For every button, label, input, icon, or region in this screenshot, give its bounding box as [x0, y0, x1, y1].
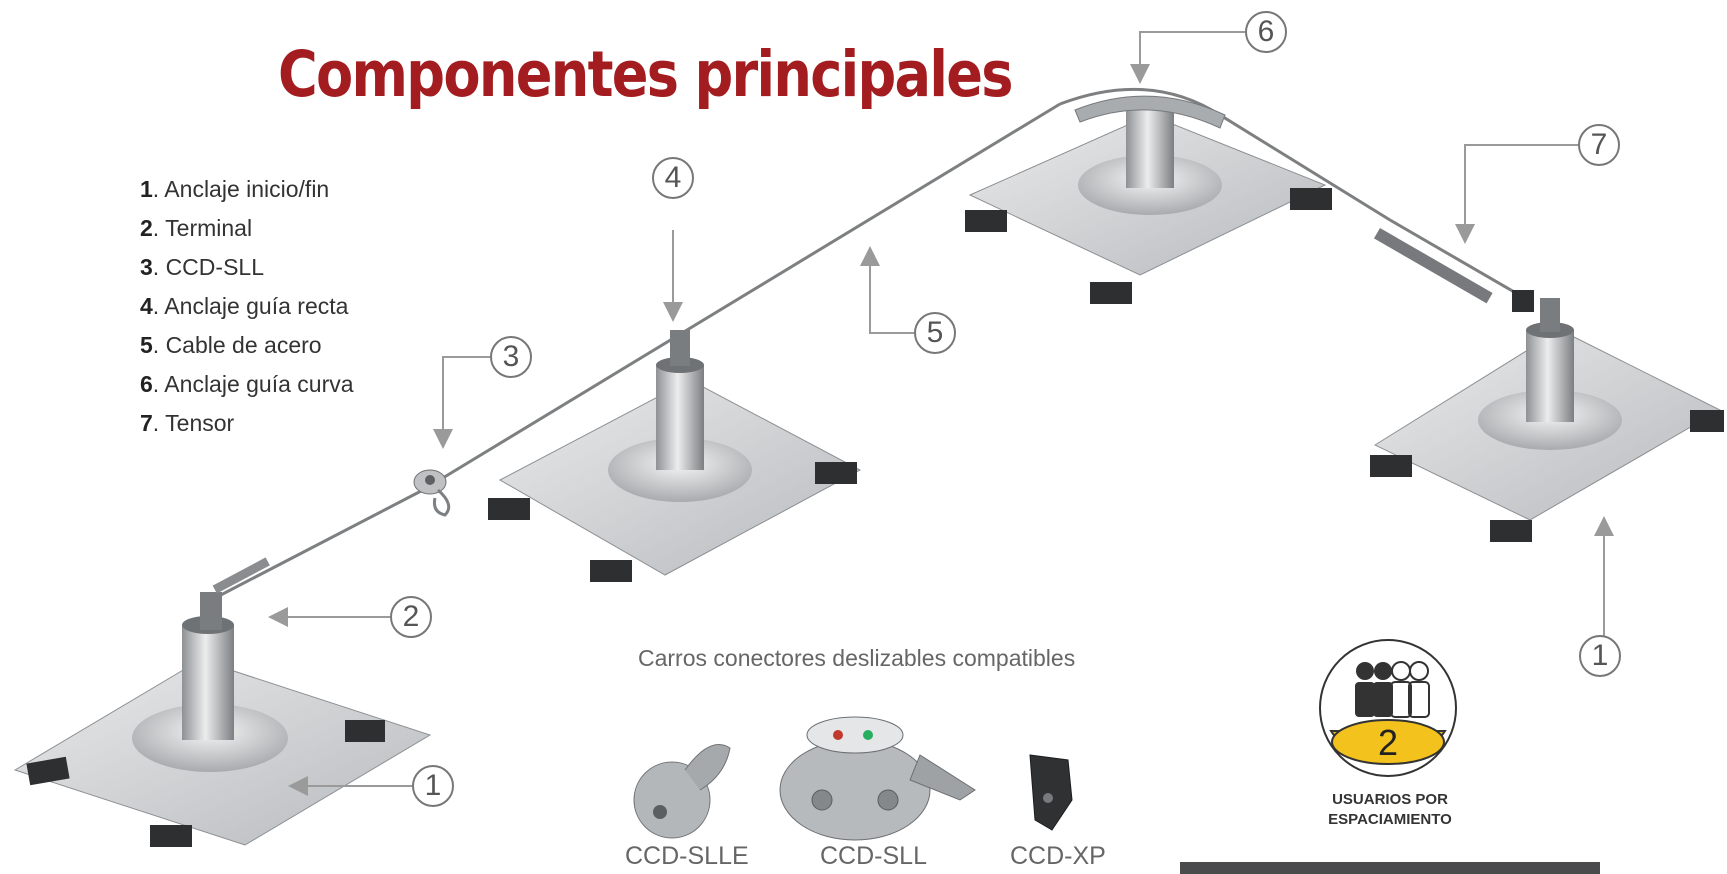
legend-label: . Anclaje guía recta: [152, 293, 349, 319]
anchor-curved-guide: [965, 95, 1332, 304]
legend-label: . Anclaje guía curva: [152, 371, 354, 397]
legend-item-1: 1. Anclaje inicio/fin: [140, 170, 354, 209]
legend-label: . CCD-SLL: [152, 254, 264, 280]
legend-number: 7: [140, 410, 153, 436]
legend-item-3: 3. CCD-SLL: [140, 248, 354, 287]
callout-4: 4: [652, 157, 694, 199]
terminal-fitting: [212, 557, 270, 594]
legend-number: 5: [140, 332, 153, 358]
legend-number: 6: [140, 371, 153, 397]
product-label-ccd-xp: CCD-XP: [1010, 842, 1106, 870]
callout-2: 2: [390, 596, 432, 638]
legend-number: 4: [140, 293, 153, 319]
callout-7: 7: [1578, 124, 1620, 166]
callout-3: 3: [490, 336, 532, 378]
legend-number: 1: [140, 176, 153, 202]
users-icon: [1355, 661, 1430, 718]
anchor-straight-guide: [488, 330, 862, 582]
product-ccd-sll-illustration: [779, 716, 976, 841]
badge-line-2: ESPACIAMIENTO: [1328, 811, 1452, 828]
callout-1-right: 1: [1579, 635, 1621, 677]
component-legend: 1. Anclaje inicio/fin 2. Terminal 3. CCD…: [140, 170, 354, 443]
product-ccd-xp-illustration: [1029, 754, 1073, 831]
compatible-sliders-heading: Carros conectores deslizables compatible…: [638, 645, 1076, 671]
legend-number: 3: [140, 254, 153, 280]
anchor-start-end: [13, 592, 432, 847]
callout-1: 1: [412, 765, 454, 807]
badge-caption: USUARIOS POR ESPACIAMIENTO: [1290, 790, 1490, 830]
legend-item-6: 6. Anclaje guía curva: [140, 365, 354, 404]
legend-item-5: 5. Cable de acero: [140, 326, 354, 365]
legend-number: 2: [140, 215, 153, 241]
badge-number: 2: [1378, 722, 1398, 763]
anchor-start-end-right: [1370, 298, 1724, 542]
legend-item-4: 4. Anclaje guía recta: [140, 287, 354, 326]
photo-strip: [1180, 862, 1600, 874]
legend-label: . Tensor: [152, 410, 235, 436]
legend-item-7: 7. Tensor: [140, 404, 354, 443]
badge-line-1: USUARIOS POR: [1332, 791, 1448, 808]
legend-label: . Terminal: [152, 215, 253, 241]
ccd-sll-slider-on-cable: [413, 469, 451, 517]
legend-label: . Anclaje inicio/fin: [152, 176, 330, 202]
product-label-ccd-sll: CCD-SLL: [820, 842, 927, 870]
steel-cable: [214, 87, 1529, 600]
legend-item-2: 2. Terminal: [140, 209, 354, 248]
product-ccd-slle-illustration: [633, 744, 731, 839]
callout-5: 5: [914, 312, 956, 354]
callout-6: 6: [1245, 11, 1287, 53]
users-per-span-badge: 2: [1319, 639, 1457, 777]
product-label-ccd-slle: CCD-SLLE: [625, 842, 749, 870]
page-title: Componentes principales: [278, 38, 1014, 111]
legend-label: . Cable de acero: [152, 332, 322, 358]
tensor-turnbuckle: [1374, 228, 1534, 312]
